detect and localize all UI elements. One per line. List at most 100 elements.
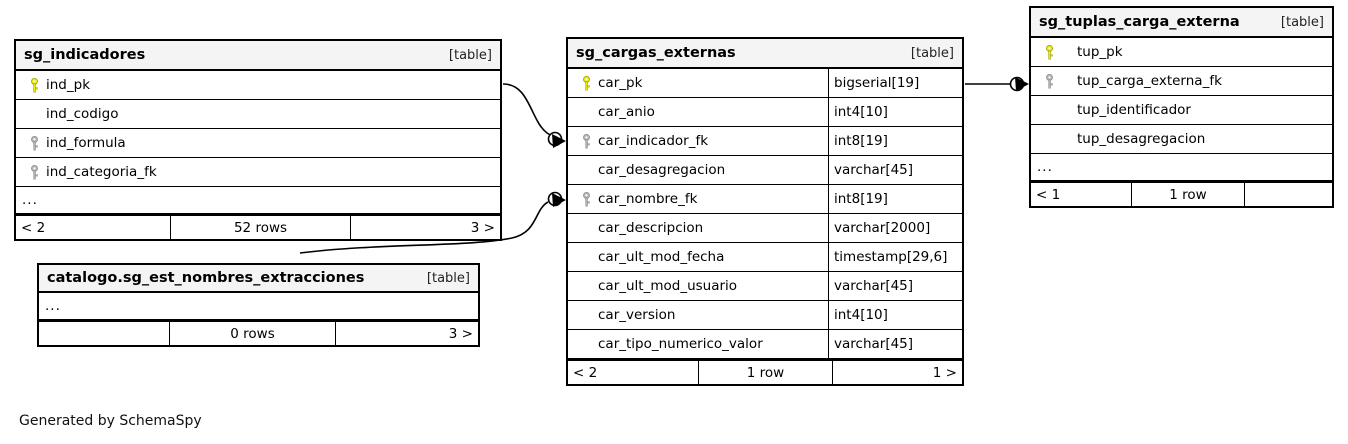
- column-type: varchar[45]: [828, 330, 962, 358]
- table-row[interactable]: ind_pk: [16, 71, 500, 100]
- column-name: car_desagregacion: [598, 162, 726, 178]
- table-row[interactable]: car_pk bigserial[19]: [568, 69, 962, 98]
- relationship-endpoint-circle: [1009, 76, 1025, 92]
- relationship-arrow-crowfoot: [1015, 77, 1029, 91]
- column-type: int8[19]: [828, 127, 962, 155]
- table-row[interactable]: car_nombre_fk int8[19]: [568, 185, 962, 214]
- column-cell: car_nombre_fk: [568, 185, 828, 213]
- relationship-arrow-crowfoot: [552, 134, 566, 148]
- footer-next-link[interactable]: 1 >: [832, 361, 962, 384]
- column-cell: car_descripcion: [568, 214, 828, 242]
- relationship-arrow-crowfoot: [552, 193, 566, 207]
- footer-prev-link[interactable]: < 2: [573, 364, 598, 381]
- table-row[interactable]: ind_categoria_fk: [16, 158, 500, 187]
- more-columns-ellipsis: ...: [1037, 159, 1053, 175]
- table-catalogo-sg-est-nombres-extracciones[interactable]: catalogo.sg_est_nombres_extracciones [ta…: [37, 263, 480, 347]
- primary-key-icon: [22, 77, 46, 93]
- column-cell: tup_desagregacion: [1031, 125, 1332, 153]
- generated-by-note: Generated by SchemaSpy: [19, 413, 202, 429]
- table-row[interactable]: car_ult_mod_fecha timestamp[29,6]: [568, 243, 962, 272]
- column-name: ind_categoria_fk: [46, 164, 157, 180]
- table-row[interactable]: car_indicador_fk int8[19]: [568, 127, 962, 156]
- table-type-tag: [table]: [910, 45, 954, 61]
- column-type: int8[19]: [828, 185, 962, 213]
- column-cell: ind_pk: [16, 71, 500, 99]
- table-row[interactable]: car_version int4[10]: [568, 301, 962, 330]
- column-type: timestamp[29,6]: [828, 243, 962, 271]
- table-footer: < 1 1 row: [1031, 181, 1332, 206]
- table-sg-cargas-externas[interactable]: sg_cargas_externas [table] car_pk bigser…: [566, 37, 964, 386]
- table-type-tag: [table]: [448, 47, 492, 63]
- column-type: varchar[45]: [828, 272, 962, 300]
- table-header: sg_cargas_externas [table]: [568, 39, 962, 69]
- table-row[interactable]: tup_desagregacion: [1031, 125, 1332, 154]
- footer-prev-link[interactable]: < 1: [1036, 186, 1061, 203]
- table-header: catalogo.sg_est_nombres_extracciones [ta…: [39, 265, 478, 293]
- column-type: varchar[2000]: [828, 214, 962, 242]
- column-name: car_indicador_fk: [598, 133, 709, 149]
- table-row[interactable]: car_desagregacion varchar[45]: [568, 156, 962, 185]
- column-type: int4[10]: [828, 301, 962, 329]
- table-row[interactable]: car_tipo_numerico_valor varchar[45]: [568, 330, 962, 359]
- table-row[interactable]: car_ult_mod_usuario varchar[45]: [568, 272, 962, 301]
- column-cell: car_indicador_fk: [568, 127, 828, 155]
- column-name: tup_carga_externa_fk: [1077, 73, 1222, 89]
- footer-row-count: 0 rows: [169, 322, 335, 345]
- table-type-tag: [table]: [1280, 14, 1324, 30]
- table-row-ellipsis: ...: [16, 187, 500, 214]
- column-cell: car_version: [568, 301, 828, 329]
- table-row[interactable]: tup_carga_externa_fk: [1031, 67, 1332, 96]
- foreign-key-icon: [574, 133, 598, 149]
- column-cell: car_pk: [568, 69, 828, 97]
- column-cell: car_tipo_numerico_valor: [568, 330, 828, 358]
- table-header: sg_indicadores [table]: [16, 41, 500, 71]
- footer-next-link[interactable]: 3 >: [335, 322, 478, 345]
- footer-prev-link[interactable]: [39, 322, 169, 345]
- footer-row-count: 1 row: [698, 361, 832, 384]
- table-footer: < 2 52 rows 3 >: [16, 214, 500, 239]
- column-cell: tup_pk: [1031, 38, 1332, 66]
- table-title: sg_indicadores: [24, 47, 146, 63]
- foreign-key-icon: [22, 164, 46, 180]
- column-name: tup_desagregacion: [1077, 131, 1206, 147]
- table-row[interactable]: car_anio int4[10]: [568, 98, 962, 127]
- table-row[interactable]: ind_formula: [16, 129, 500, 158]
- table-title: catalogo.sg_est_nombres_extracciones: [47, 270, 365, 286]
- table-footer: 0 rows 3 >: [39, 320, 478, 345]
- relationship-endpoint-circle: [547, 131, 563, 147]
- footer-prev-link[interactable]: < 2: [21, 219, 46, 236]
- table-row[interactable]: car_descripcion varchar[2000]: [568, 214, 962, 243]
- table-type-tag: [table]: [426, 270, 470, 286]
- table-title: sg_tuplas_carga_externa: [1039, 14, 1240, 30]
- primary-key-icon: [574, 75, 598, 91]
- table-sg-tuplas-carga-externa[interactable]: sg_tuplas_carga_externa [table] tup_pk t…: [1029, 6, 1334, 208]
- relationship-endpoint-circle: [547, 191, 563, 207]
- column-cell: car_anio: [568, 98, 828, 126]
- column-cell: ind_formula: [16, 129, 500, 157]
- footer-next-link[interactable]: [1244, 183, 1332, 206]
- table-row[interactable]: tup_pk: [1031, 38, 1332, 67]
- column-cell: tup_identificador: [1031, 96, 1332, 124]
- foreign-key-icon: [22, 135, 46, 151]
- table-sg-indicadores[interactable]: sg_indicadores [table] ind_pk ind_codigo: [14, 39, 502, 241]
- column-cell: car_desagregacion: [568, 156, 828, 184]
- footer-row-count: 52 rows: [170, 216, 350, 239]
- column-cell: car_ult_mod_usuario: [568, 272, 828, 300]
- more-columns-ellipsis: ...: [45, 298, 61, 314]
- table-row-ellipsis: ...: [1031, 154, 1332, 181]
- column-name: tup_identificador: [1077, 102, 1191, 118]
- column-name: car_pk: [598, 75, 643, 91]
- column-name: ind_pk: [46, 77, 91, 93]
- table-row[interactable]: ind_codigo: [16, 100, 500, 129]
- table-row[interactable]: tup_identificador: [1031, 96, 1332, 125]
- foreign-key-icon: [1037, 73, 1061, 89]
- column-cell: ind_categoria_fk: [16, 158, 500, 186]
- footer-next-link[interactable]: 3 >: [350, 216, 500, 239]
- column-name: car_ult_mod_usuario: [598, 278, 738, 294]
- more-columns-ellipsis: ...: [22, 192, 38, 208]
- column-name: car_nombre_fk: [598, 191, 698, 207]
- column-cell: car_ult_mod_fecha: [568, 243, 828, 271]
- column-name: ind_formula: [46, 135, 126, 151]
- primary-key-icon: [1037, 44, 1061, 60]
